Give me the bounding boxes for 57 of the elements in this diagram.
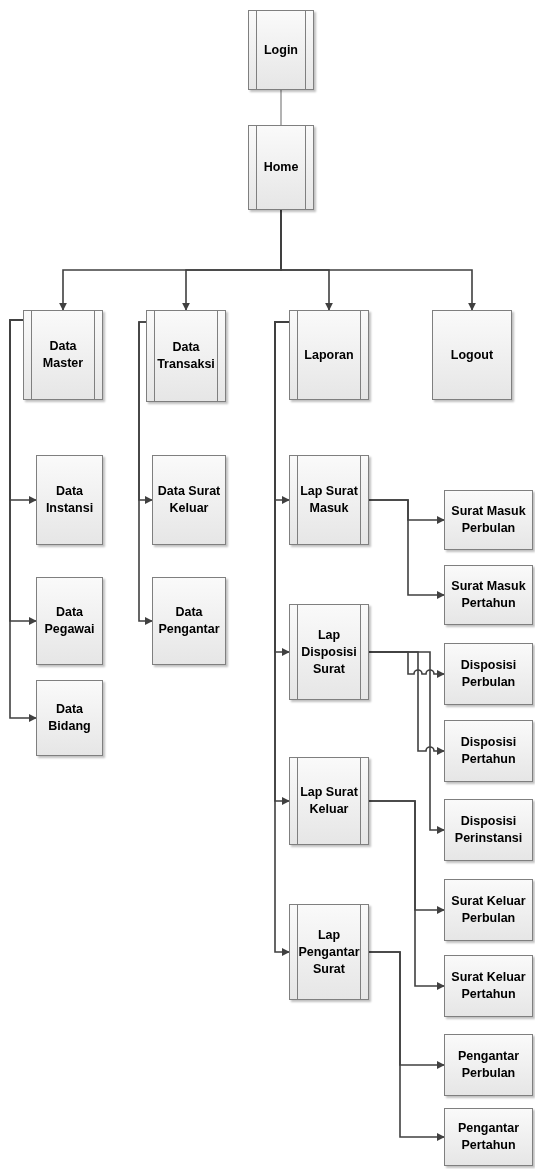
predefined-process-box bbox=[23, 310, 103, 400]
node-label: Logout bbox=[450, 346, 494, 364]
process-box bbox=[444, 879, 533, 941]
node-label: Surat Keluar Perbulan bbox=[450, 893, 527, 927]
process-box bbox=[444, 565, 533, 625]
node-label: Home bbox=[263, 159, 299, 176]
arrow bbox=[138, 321, 153, 625]
node-label: Lap Surat Keluar bbox=[299, 784, 359, 818]
process-box bbox=[36, 455, 103, 545]
arrow bbox=[368, 499, 445, 599]
node-label: Disposisi Pertahun bbox=[459, 734, 518, 768]
node-label: Data Master bbox=[41, 338, 85, 372]
process-box bbox=[152, 455, 226, 545]
arrow bbox=[368, 651, 445, 834]
process-box bbox=[444, 490, 533, 550]
process-box bbox=[444, 1034, 533, 1096]
node-label: Laporan bbox=[304, 346, 354, 364]
node-label: Data Pengantar bbox=[157, 604, 221, 638]
arrow bbox=[368, 800, 445, 990]
node-label: Data Instansi bbox=[44, 483, 95, 517]
predefined-process-box bbox=[289, 904, 369, 1000]
node-label: Lap Surat Masuk bbox=[299, 483, 359, 517]
node-label: Pengantar Pertahun bbox=[456, 1120, 521, 1154]
node-label: Surat Masuk Perbulan bbox=[450, 503, 527, 537]
process-box bbox=[36, 577, 103, 665]
predefined-process-box bbox=[289, 757, 369, 845]
process-box bbox=[444, 643, 533, 705]
arrow bbox=[368, 951, 445, 1141]
node-label: Disposisi Perbulan bbox=[459, 657, 518, 691]
process-box bbox=[36, 680, 103, 756]
arrow bbox=[9, 319, 37, 722]
node-label: Surat Masuk Pertahun bbox=[450, 578, 527, 612]
node-label: Pengantar Perbulan bbox=[456, 1048, 521, 1082]
predefined-process-box bbox=[289, 604, 369, 700]
node-label: Data Transaksi bbox=[156, 339, 216, 373]
predefined-process-box bbox=[289, 310, 369, 400]
node-label: Disposisi Perinstansi bbox=[453, 813, 524, 847]
node-label: Login bbox=[264, 41, 298, 59]
node-label: Data Pegawai bbox=[43, 604, 96, 638]
predefined-process-box bbox=[146, 310, 226, 402]
process-box bbox=[152, 577, 226, 665]
process-box bbox=[444, 1108, 533, 1166]
node-label: Lap Pengantar Surat bbox=[298, 926, 360, 978]
predefined-process-box bbox=[248, 10, 314, 90]
process-box bbox=[444, 720, 533, 782]
process-box bbox=[444, 955, 533, 1017]
node-label: Data Surat Keluar bbox=[156, 483, 222, 517]
arrow bbox=[274, 321, 290, 956]
predefined-process-box bbox=[289, 455, 369, 545]
process-box bbox=[432, 310, 512, 400]
predefined-process-box bbox=[248, 125, 314, 210]
process-box bbox=[444, 799, 533, 861]
node-label: Lap Disposisi Surat bbox=[300, 626, 358, 678]
arrow bbox=[280, 209, 476, 311]
node-label: Data Bidang bbox=[47, 701, 92, 735]
node-label: Surat Keluar Pertahun bbox=[450, 969, 527, 1003]
connector-line bbox=[280, 89, 282, 126]
